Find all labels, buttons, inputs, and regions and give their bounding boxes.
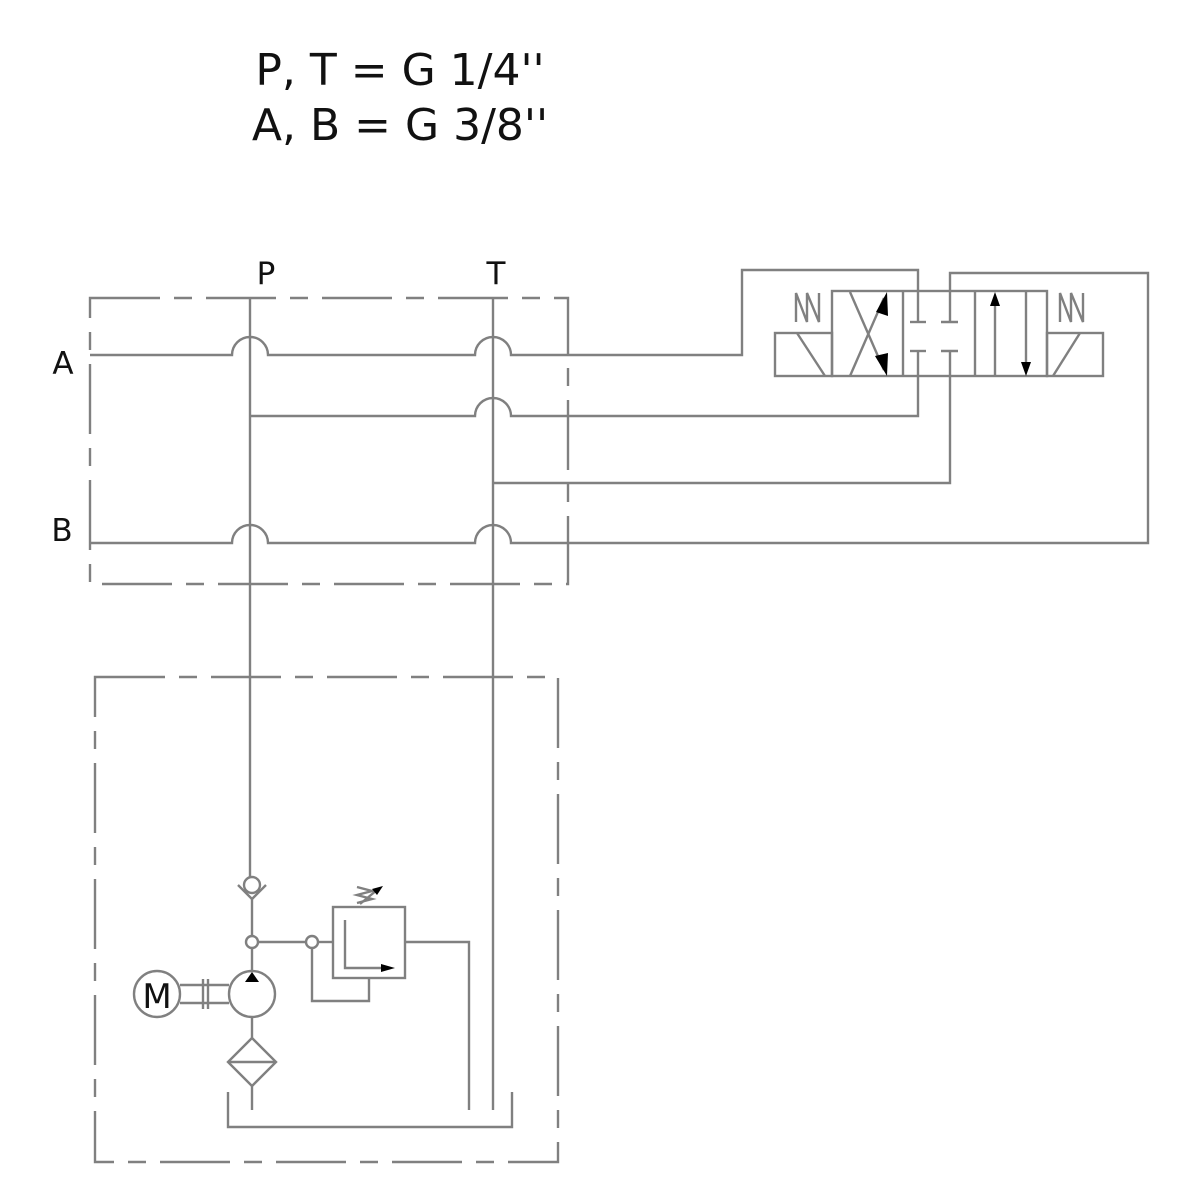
solenoid-left <box>773 331 834 378</box>
motor-icon: M <box>132 969 229 1019</box>
tank-icon <box>226 1092 514 1129</box>
spec-line-ab: A, B = G 3/8'' <box>252 100 548 151</box>
spring-left-icon <box>794 292 821 323</box>
power-unit-boundary <box>93 675 560 1164</box>
filter-icon <box>226 1036 278 1110</box>
directional-valve-4-3 <box>773 289 1105 378</box>
port-label-b: B <box>51 513 72 549</box>
relief-valve <box>310 885 471 1110</box>
junction-node <box>244 934 260 950</box>
line-a <box>90 268 920 357</box>
spec-line-pt: P, T = G 1/4'' <box>255 45 544 96</box>
gauge-port-node <box>304 934 320 950</box>
motor-label: M <box>142 977 171 1017</box>
port-label-a: A <box>52 346 73 382</box>
manifold-boundary <box>88 296 570 586</box>
line-b <box>90 271 1150 545</box>
spring-right-icon <box>1058 292 1085 323</box>
solenoid-right <box>1045 331 1105 378</box>
pump-icon <box>227 969 277 1038</box>
line-p-to-valve <box>250 351 920 418</box>
port-label-p: P <box>257 256 276 292</box>
adjustable-spring-icon <box>352 885 377 905</box>
port-label-t: T <box>486 256 507 292</box>
line-t-to-valve <box>493 351 952 485</box>
check-valve-icon <box>237 875 267 936</box>
